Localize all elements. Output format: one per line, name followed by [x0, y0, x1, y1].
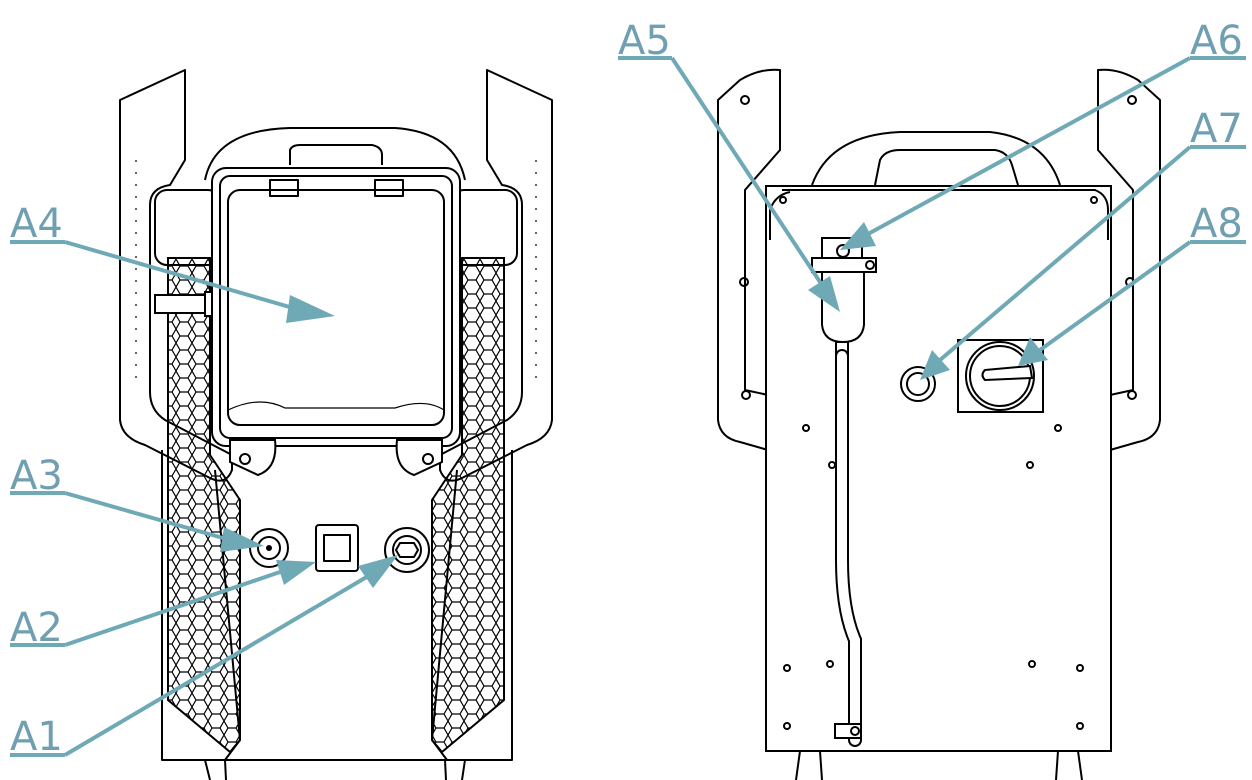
- top-housing: [204, 127, 466, 181]
- rear-left-handle: [717, 68, 781, 451]
- control-box: [211, 167, 461, 447]
- vent-right: [431, 257, 505, 754]
- vent-left: [167, 257, 241, 754]
- callout-a4: A4: [10, 201, 335, 323]
- left-handle: [119, 69, 233, 482]
- callout-a5: A5: [618, 18, 840, 312]
- panel-screws: [779, 196, 1098, 730]
- callout-a1: A1: [10, 555, 398, 760]
- callout-a7: A7: [920, 106, 1246, 380]
- label-a5: A5: [618, 18, 671, 64]
- label-a4: A4: [10, 201, 63, 247]
- rear-right-handle: [1097, 68, 1161, 451]
- handle-dots: [135, 160, 537, 380]
- label-a7: A7: [1190, 106, 1243, 152]
- front-view: [119, 69, 553, 780]
- callout-a8: A8: [1018, 201, 1246, 366]
- label-a1: A1: [10, 714, 63, 760]
- rear-view: [717, 68, 1161, 780]
- label-a3: A3: [10, 453, 63, 499]
- callout-a2: A2: [10, 560, 316, 651]
- connector-a2: [315, 524, 359, 572]
- valve-block-a6: [811, 237, 877, 273]
- callout-a6: A6: [840, 18, 1246, 250]
- label-a2: A2: [10, 605, 63, 651]
- label-a8: A8: [1190, 201, 1243, 247]
- connector-a1: [384, 527, 430, 573]
- label-a6: A6: [1190, 18, 1243, 64]
- connector-a3: [249, 528, 289, 568]
- right-handle: [439, 69, 553, 482]
- callout-a3: A3: [10, 453, 264, 552]
